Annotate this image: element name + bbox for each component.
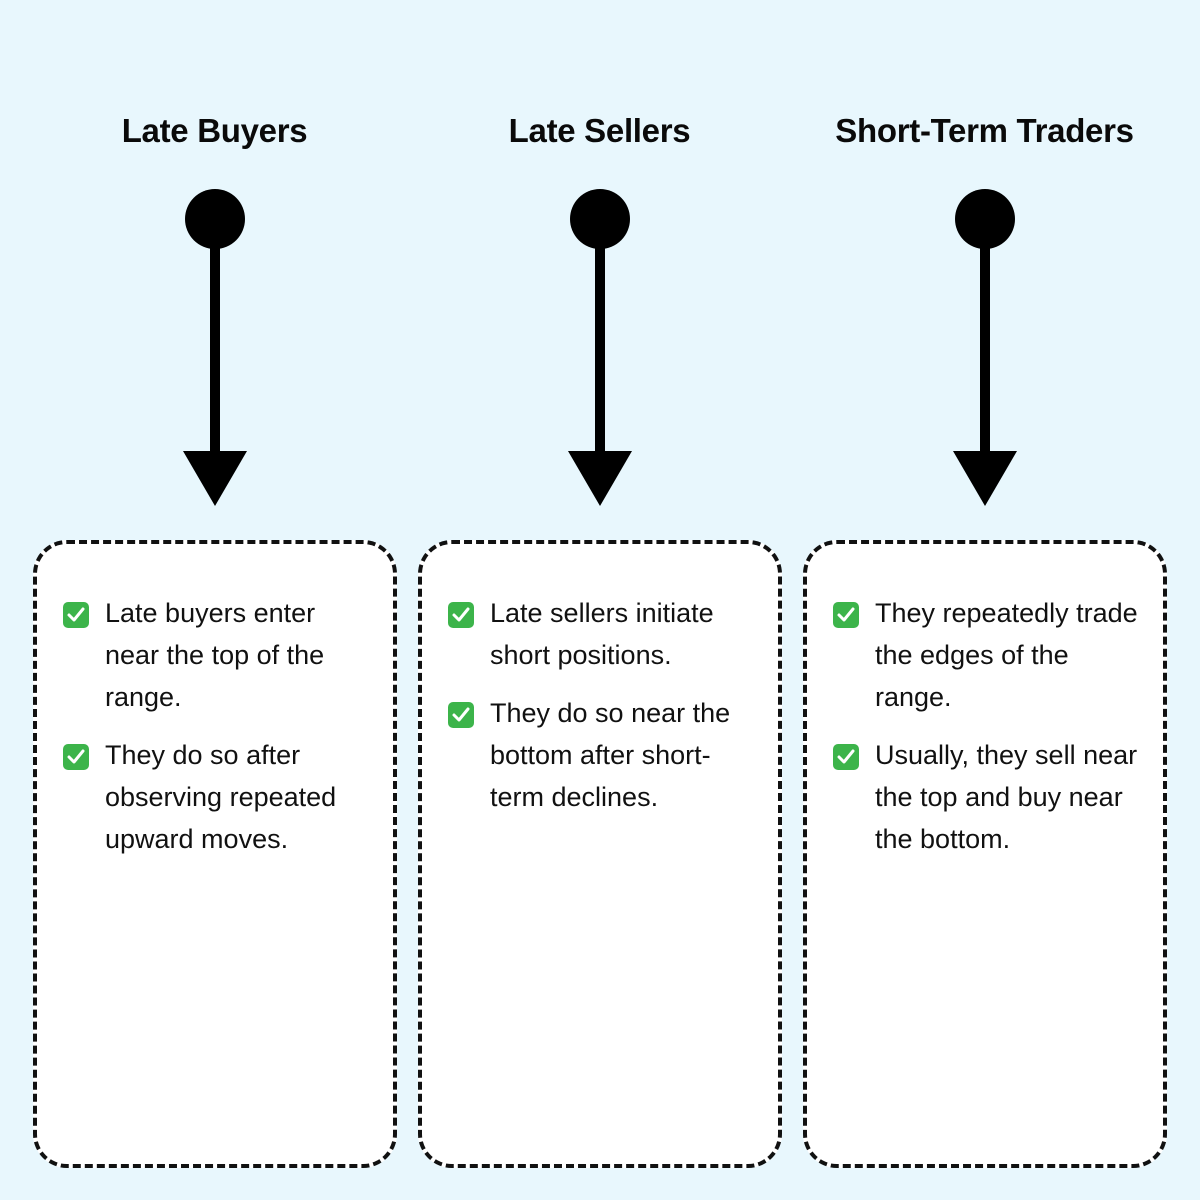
card-short-term-traders: They repeatedly trade the edges of the r… [803,540,1167,1168]
check-icon [448,602,474,628]
down-arrow-icon [182,189,247,506]
item-text: Late sellers initiate short positions. [490,598,714,670]
down-arrow-icon [567,189,632,506]
item-text: They repeatedly trade the edges of the r… [875,598,1138,712]
column-title: Short-Term Traders [835,112,1134,149]
item-text: Usually, they sell near the top and buy … [875,740,1138,854]
item-text: Late buyers enter near the top of the ra… [105,598,325,712]
column-late-sellers: Late Sellers [407,0,792,1200]
down-arrow-icon [952,189,1017,506]
list-item: They do so near the bottom after short-t… [448,698,758,818]
item-text: They do so near the bottom after short-t… [490,698,731,812]
check-icon [833,744,859,770]
item-text: They do so after observing repeated upwa… [105,740,337,854]
column-title: Late Buyers [121,112,308,149]
card-late-buyers: Late buyers enter near the top of the ra… [33,540,397,1168]
list-item: Late sellers initiate short positions. [448,598,758,676]
list-item: They repeatedly trade the edges of the r… [833,598,1143,718]
check-icon [63,602,89,628]
column-short-term-traders: Short-Term Traders [792,0,1177,1200]
column-title: Late Sellers [508,112,691,149]
list-item: Usually, they sell near the top and buy … [833,740,1143,860]
check-icon [63,744,89,770]
check-icon [833,602,859,628]
check-icon [448,702,474,728]
list-item: Late buyers enter near the top of the ra… [63,598,373,718]
column-late-buyers: Late Buyers [22,0,407,1200]
card-late-sellers: Late sellers initiate short positions. T… [418,540,782,1168]
list-item: They do so after observing repeated upwa… [63,740,373,860]
